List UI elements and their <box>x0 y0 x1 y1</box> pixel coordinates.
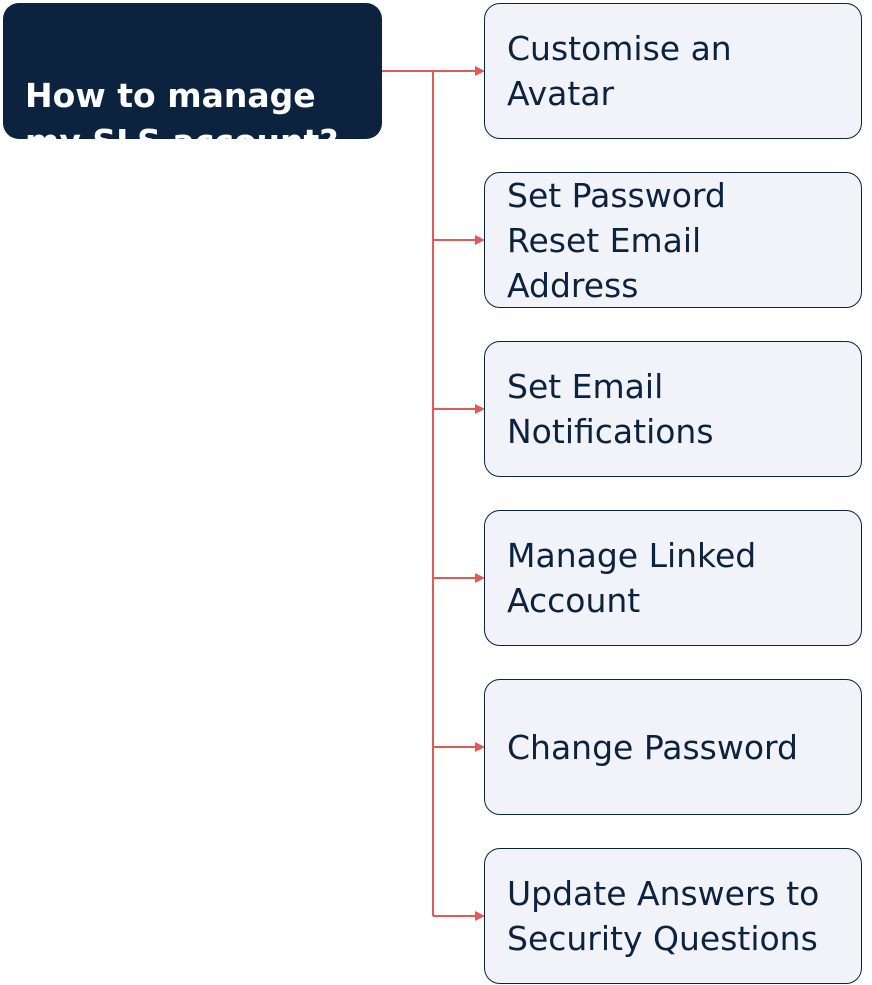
node-manage-linked-account: Manage Linked Account <box>484 510 862 646</box>
root-node-manage-sls-account: How to manage my SLS account? <box>3 3 382 161</box>
node-customise-avatar: Customise an Avatar <box>484 3 862 139</box>
node-set-email-notifications: Set Email Notifications <box>484 341 862 477</box>
node-label: Set Password Reset Email Address <box>507 175 726 305</box>
root-node-label: How to manage my SLS account? <box>25 76 339 161</box>
node-label: Set Email Notifications <box>507 367 714 451</box>
node-change-password: Change Password <box>484 679 862 815</box>
node-label: Change Password <box>507 727 798 767</box>
node-label: Customise an Avatar <box>507 29 732 113</box>
node-set-password-reset-email: Set Password Reset Email Address <box>484 172 862 308</box>
node-update-security-answers: Update Answers to Security Questions <box>484 848 862 984</box>
node-label: Manage Linked Account <box>507 536 757 620</box>
node-label: Update Answers to Security Questions <box>507 874 820 958</box>
